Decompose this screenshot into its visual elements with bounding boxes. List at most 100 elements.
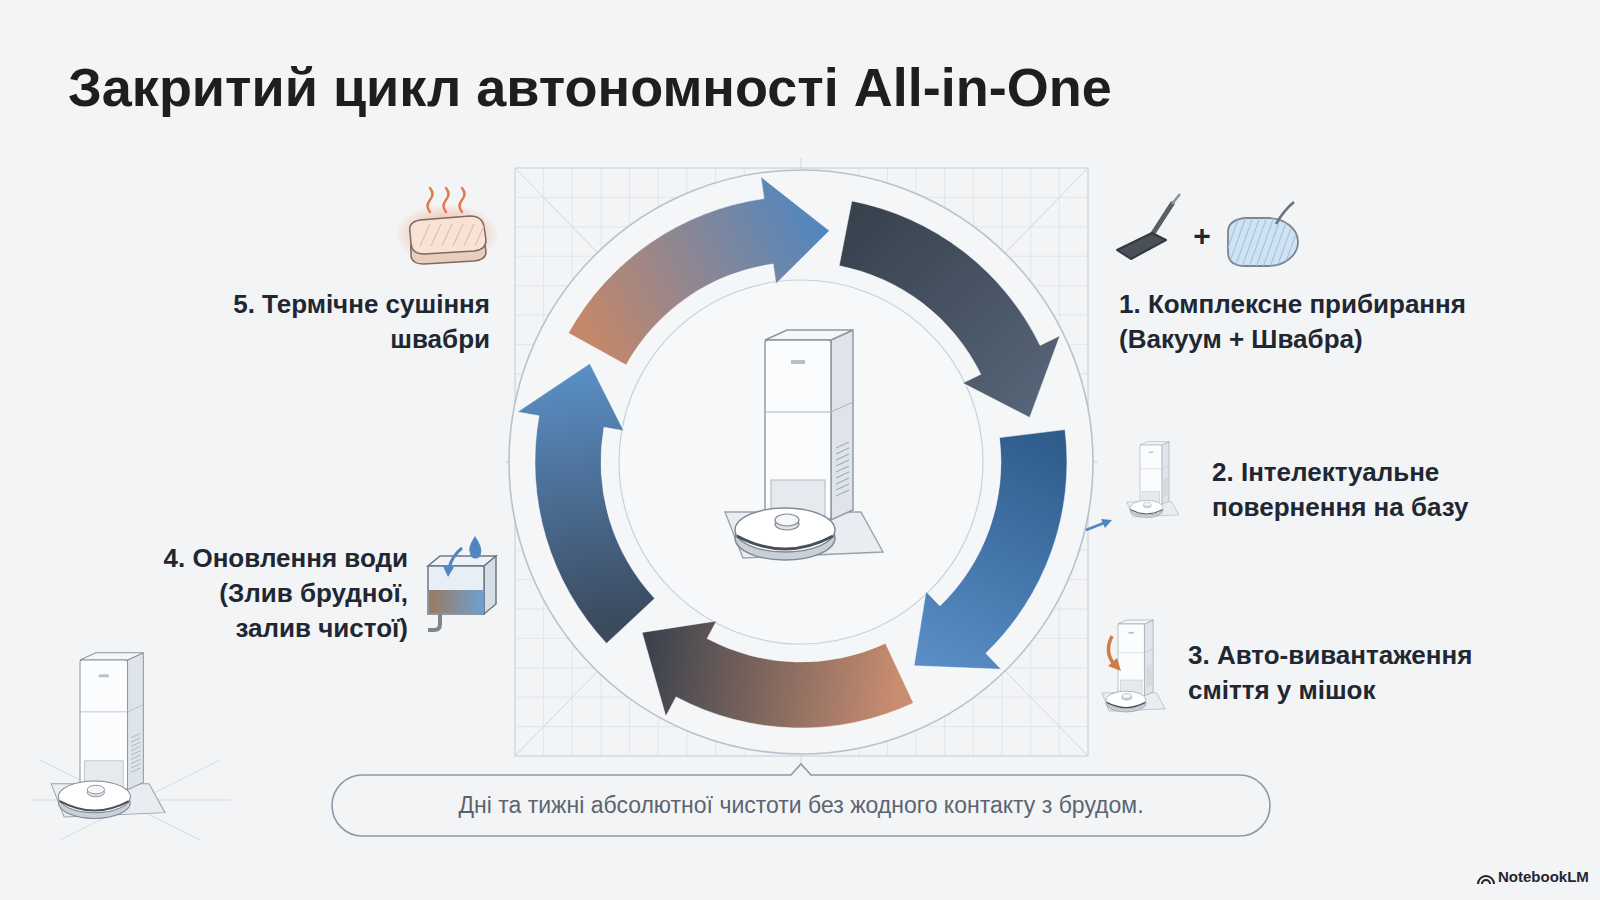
empty-icon [1146, 684, 1151, 686]
watermark: NotebookLM [1498, 867, 1594, 887]
step-icons [395, 204, 499, 264]
cycle-arrow [839, 201, 1060, 418]
corner-station [131, 738, 140, 742]
center-station [836, 448, 849, 454]
center-station [836, 460, 849, 466]
step-icons [1101, 519, 1112, 528]
corner-station [131, 759, 140, 763]
center-station [775, 514, 799, 526]
empty-icon [1146, 665, 1151, 667]
return-icon [1163, 495, 1167, 497]
return-icon [1163, 485, 1167, 487]
step-icons [1290, 214, 1310, 270]
corner-station [131, 755, 140, 759]
step-icons [420, 224, 430, 246]
return-icon [1140, 445, 1162, 504]
return-icon [1163, 491, 1167, 493]
corner-station [128, 653, 144, 790]
return-icon [1163, 493, 1167, 495]
step-label: + [1190, 218, 1214, 253]
corner-station [131, 764, 140, 768]
cycle-arrow [642, 621, 913, 728]
step-label: 4. Оновлення води (Злив брудної, залив ч… [152, 541, 408, 646]
caption: Дні та тижні абсолютної чистоти без жодн… [332, 775, 1270, 836]
empty-icon [1107, 702, 1145, 707]
empty-icon [1122, 694, 1132, 699]
step-icons [475, 224, 485, 246]
center-station [836, 454, 849, 460]
step-icons [428, 614, 440, 630]
center-station [831, 330, 853, 520]
step-icons [469, 536, 481, 559]
center-station [836, 466, 849, 472]
center-station [836, 490, 849, 496]
step-icons [442, 224, 452, 246]
cycle-ring [619, 280, 983, 644]
step-icons [1276, 202, 1294, 224]
empty-icon [1144, 620, 1153, 696]
empty-icon [1146, 682, 1151, 684]
corner-station [80, 653, 143, 660]
step-icons [1086, 523, 1104, 530]
step-icons [453, 224, 463, 246]
corner-station [80, 711, 128, 712]
center-station [831, 402, 853, 412]
step-icons [460, 188, 465, 212]
center-station [836, 478, 849, 484]
corner-station [131, 768, 140, 772]
corner-station [58, 781, 130, 813]
step-label: 5. Термічне сушіння швабри [200, 287, 490, 357]
empty-icon [1118, 652, 1144, 653]
corner-station [60, 801, 129, 810]
step-icons [484, 556, 496, 614]
return-icon [1149, 452, 1154, 453]
step-icons [464, 224, 474, 246]
center-station [836, 484, 849, 490]
return-icon [1163, 483, 1167, 485]
grid-panel [505, 158, 1098, 764]
step-icons [428, 566, 484, 614]
center-station [765, 412, 831, 413]
step-icons [429, 590, 483, 613]
empty-icon [1146, 672, 1151, 674]
return-icon [1162, 442, 1169, 505]
caption-frame [332, 764, 1270, 836]
step-icons [1117, 233, 1166, 259]
center-station [836, 472, 849, 478]
empty-icon [1118, 624, 1144, 696]
empty-icon [1146, 679, 1151, 681]
step-icons [1108, 636, 1114, 664]
cycle-ring [509, 170, 1093, 754]
return-icon [1163, 481, 1167, 483]
center-station [765, 340, 831, 520]
center-station [725, 330, 883, 560]
step-icons [449, 548, 462, 568]
corner-station [131, 733, 140, 737]
center-station [737, 536, 833, 549]
return-icon [1163, 487, 1167, 489]
step-label: 1. Комплексне прибирання (Вакуум + Швабр… [1119, 287, 1519, 357]
corner-station [51, 653, 165, 819]
empty-icon [1146, 670, 1151, 672]
return-icon [1131, 510, 1163, 514]
empty-icon [1146, 677, 1151, 679]
title: Закритий цикл автономності All-in-One [68, 56, 1112, 118]
return-icon [1163, 479, 1167, 481]
cycle-arrow [517, 364, 654, 644]
corner-station [131, 742, 140, 746]
step-icons [1478, 876, 1494, 884]
corner-station [128, 705, 144, 712]
step-icons [443, 566, 454, 577]
center-station [765, 330, 853, 340]
return-icon [1140, 468, 1162, 469]
step-label: 2. Інтелектуальне повернення на базу [1212, 455, 1512, 525]
center-station [836, 442, 849, 448]
empty-icon [1102, 620, 1165, 712]
empty-icon [1128, 632, 1134, 634]
corner-station [99, 674, 109, 677]
corner-station [131, 751, 140, 755]
step-icons [410, 216, 486, 254]
empty-icon [1106, 691, 1146, 709]
